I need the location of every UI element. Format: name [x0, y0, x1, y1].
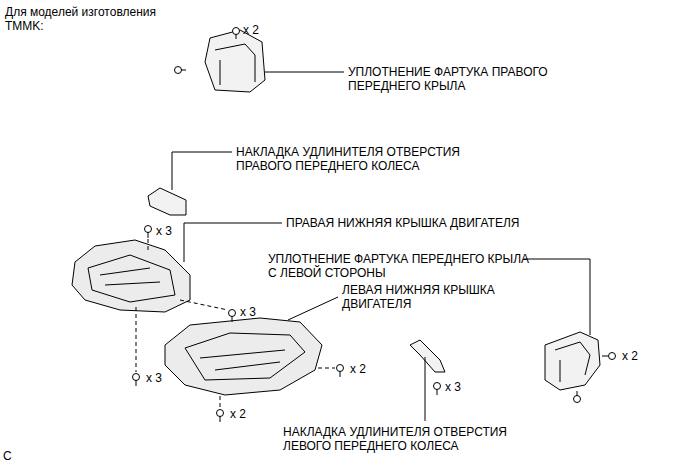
right-engine-cover [72, 240, 190, 312]
leader-line [172, 152, 232, 190]
quantity-mark: x 3 [146, 371, 162, 385]
screw [217, 410, 224, 423]
screw [233, 28, 240, 40]
assembly-line [180, 300, 228, 310]
left-extension-pad [410, 340, 445, 372]
quantity-mark: x 2 [350, 362, 366, 376]
screw [229, 310, 236, 323]
leader-line [265, 72, 344, 73]
leader-line [425, 357, 426, 421]
part-name: ЛЕВАЯ НИЖНЯЯ КРЫШКА ДВИГАТЕЛЯ [342, 283, 542, 311]
right-extension-pad [148, 188, 186, 215]
cover-detail [185, 333, 305, 380]
quantity-mark: x 3 [445, 380, 461, 394]
part-name: УПЛОТНЕНИЕ ФАРТУКА ПРАВОГО ПЕРЕДНЕГО КРЫ… [348, 65, 588, 93]
part-name: ПРАВАЯ НИЖНЯЯ КРЫШКА ДВИГАТЕЛЯ [286, 216, 519, 230]
assembly-line [318, 368, 335, 369]
leader-line [288, 297, 338, 320]
assembly-line [220, 396, 221, 408]
part-name: НАКЛАДКА УДЛИНИТЕЛЯ ОТВЕРСТИЯ ПРАВОГО ПЕ… [236, 145, 506, 173]
seal-detail [555, 342, 590, 382]
quantity-mark: x 2 [230, 407, 246, 421]
leader-line [184, 223, 282, 262]
seal-detail [215, 44, 255, 85]
screw [145, 226, 152, 239]
screw [133, 374, 140, 387]
part-name: НАКЛАДКА УДЛИНИТЕЛЯ ОТВЕРСТИЯ ЛЕВОГО ПЕР… [283, 425, 558, 453]
screw [602, 353, 616, 360]
leader-line [524, 259, 590, 335]
left-engine-cover [165, 318, 322, 395]
left-fender-seal [545, 332, 600, 390]
quantity-mark: x 2 [622, 349, 638, 363]
clip [175, 67, 187, 74]
quantity-mark: x 2 [243, 23, 259, 37]
cover-detail [88, 255, 175, 302]
part-name: УПЛОТНЕНИЕ ФАРТУКА ПЕРЕДНЕГО КРЫЛА С ЛЕВ… [268, 252, 533, 280]
quantity-mark: x 3 [156, 224, 172, 238]
quantity-mark: x 3 [240, 305, 256, 319]
figure-code: C [3, 449, 12, 463]
screw [434, 383, 441, 396]
assembly-line [136, 307, 137, 372]
note-text: Для моделей изготовления TMMK: [5, 5, 180, 33]
right-fender-seal [205, 30, 265, 92]
screw [337, 365, 344, 378]
clip [574, 391, 581, 403]
assembly-line [148, 239, 149, 252]
